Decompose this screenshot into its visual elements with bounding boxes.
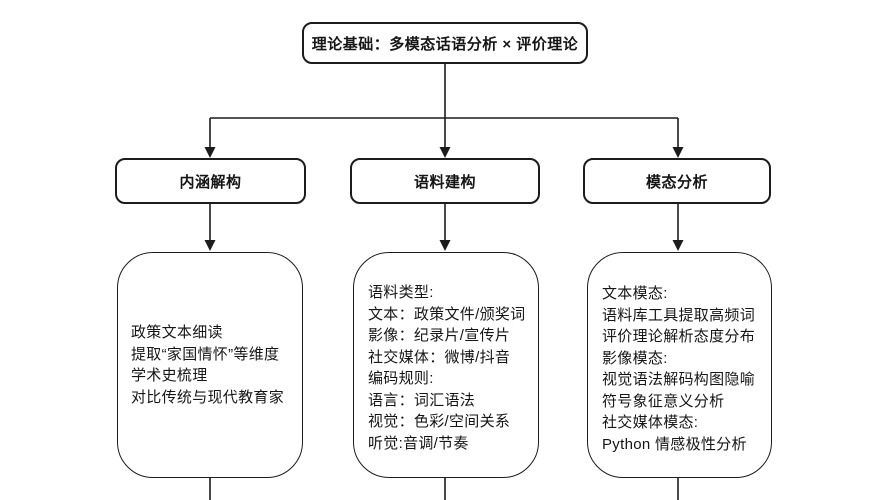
detail-line: 评价理论解析态度分布 — [602, 328, 756, 345]
detail-line: 文本模态: — [602, 285, 668, 302]
detail-line: 听觉:音调/节奏 — [368, 434, 469, 452]
node-corpus-details: 语料类型: 文本：政策文件/颁奖词 影像：纪录片/宣传片 社交媒体：微博/抖音 … — [353, 252, 539, 478]
node-modality-analysis-label: 模态分析 — [645, 173, 708, 191]
node-connotation-deconstruction-label: 内涵解构 — [179, 173, 242, 191]
detail-line: 编码规则: — [368, 370, 434, 387]
node-modality-analysis: 模态分析 — [583, 158, 771, 204]
node-corpus-construction: 语料建构 — [350, 158, 540, 204]
detail-line: 语料库工具提取高频词 — [602, 306, 756, 324]
detail-line: 对比传统与现代教育家 — [131, 388, 285, 406]
arrow-down-icon — [204, 147, 216, 158]
node-theory-foundation: 理论基础：多模态话语分析 × 评价理论 — [302, 22, 588, 64]
arrow-down-icon — [672, 240, 684, 251]
detail-line: 语言：词汇语法 — [368, 391, 476, 409]
detail-line: 学术史梳理 — [131, 367, 208, 384]
detail-line: Python 情感极性分析 — [602, 435, 747, 453]
detail-line: 符号象征意义分析 — [602, 392, 725, 410]
node-connotation-details: 政策文本细读 提取“家国情怀”等维度 学术史梳理 对比传统与现代教育家 — [117, 252, 303, 478]
node-corpus-construction-label: 语料建构 — [413, 173, 476, 191]
arrow-down-icon — [439, 147, 451, 158]
detail-line: 视觉语法解码构图隐喻 — [602, 371, 756, 388]
detail-line: 视觉：色彩/空间关系 — [368, 413, 511, 430]
detail-line: 文本：政策文件/颁奖词 — [368, 305, 526, 323]
detail-line: 政策文本细读 — [131, 324, 223, 341]
arrow-down-icon — [439, 240, 451, 251]
detail-line: 影像：纪录片/宣传片 — [368, 327, 511, 344]
detail-line: 社交媒体：微博/抖音 — [368, 348, 511, 366]
arrow-down-icon — [672, 147, 684, 158]
node-connotation-deconstruction: 内涵解构 — [115, 158, 306, 204]
node-theory-foundation-label: 理论基础：多模态话语分析 × 评价理论 — [311, 35, 579, 53]
detail-line: 提取“家国情怀”等维度 — [131, 345, 280, 363]
detail-line: 影像模态: — [602, 349, 668, 367]
node-modality-details: 文本模态: 语料库工具提取高频词 评价理论解析态度分布 影像模态: 视觉语法解码… — [587, 252, 772, 478]
detail-line: 语料类型: — [368, 284, 434, 301]
detail-line: 社交媒体模态: — [602, 414, 699, 431]
arrow-down-icon — [204, 240, 216, 251]
